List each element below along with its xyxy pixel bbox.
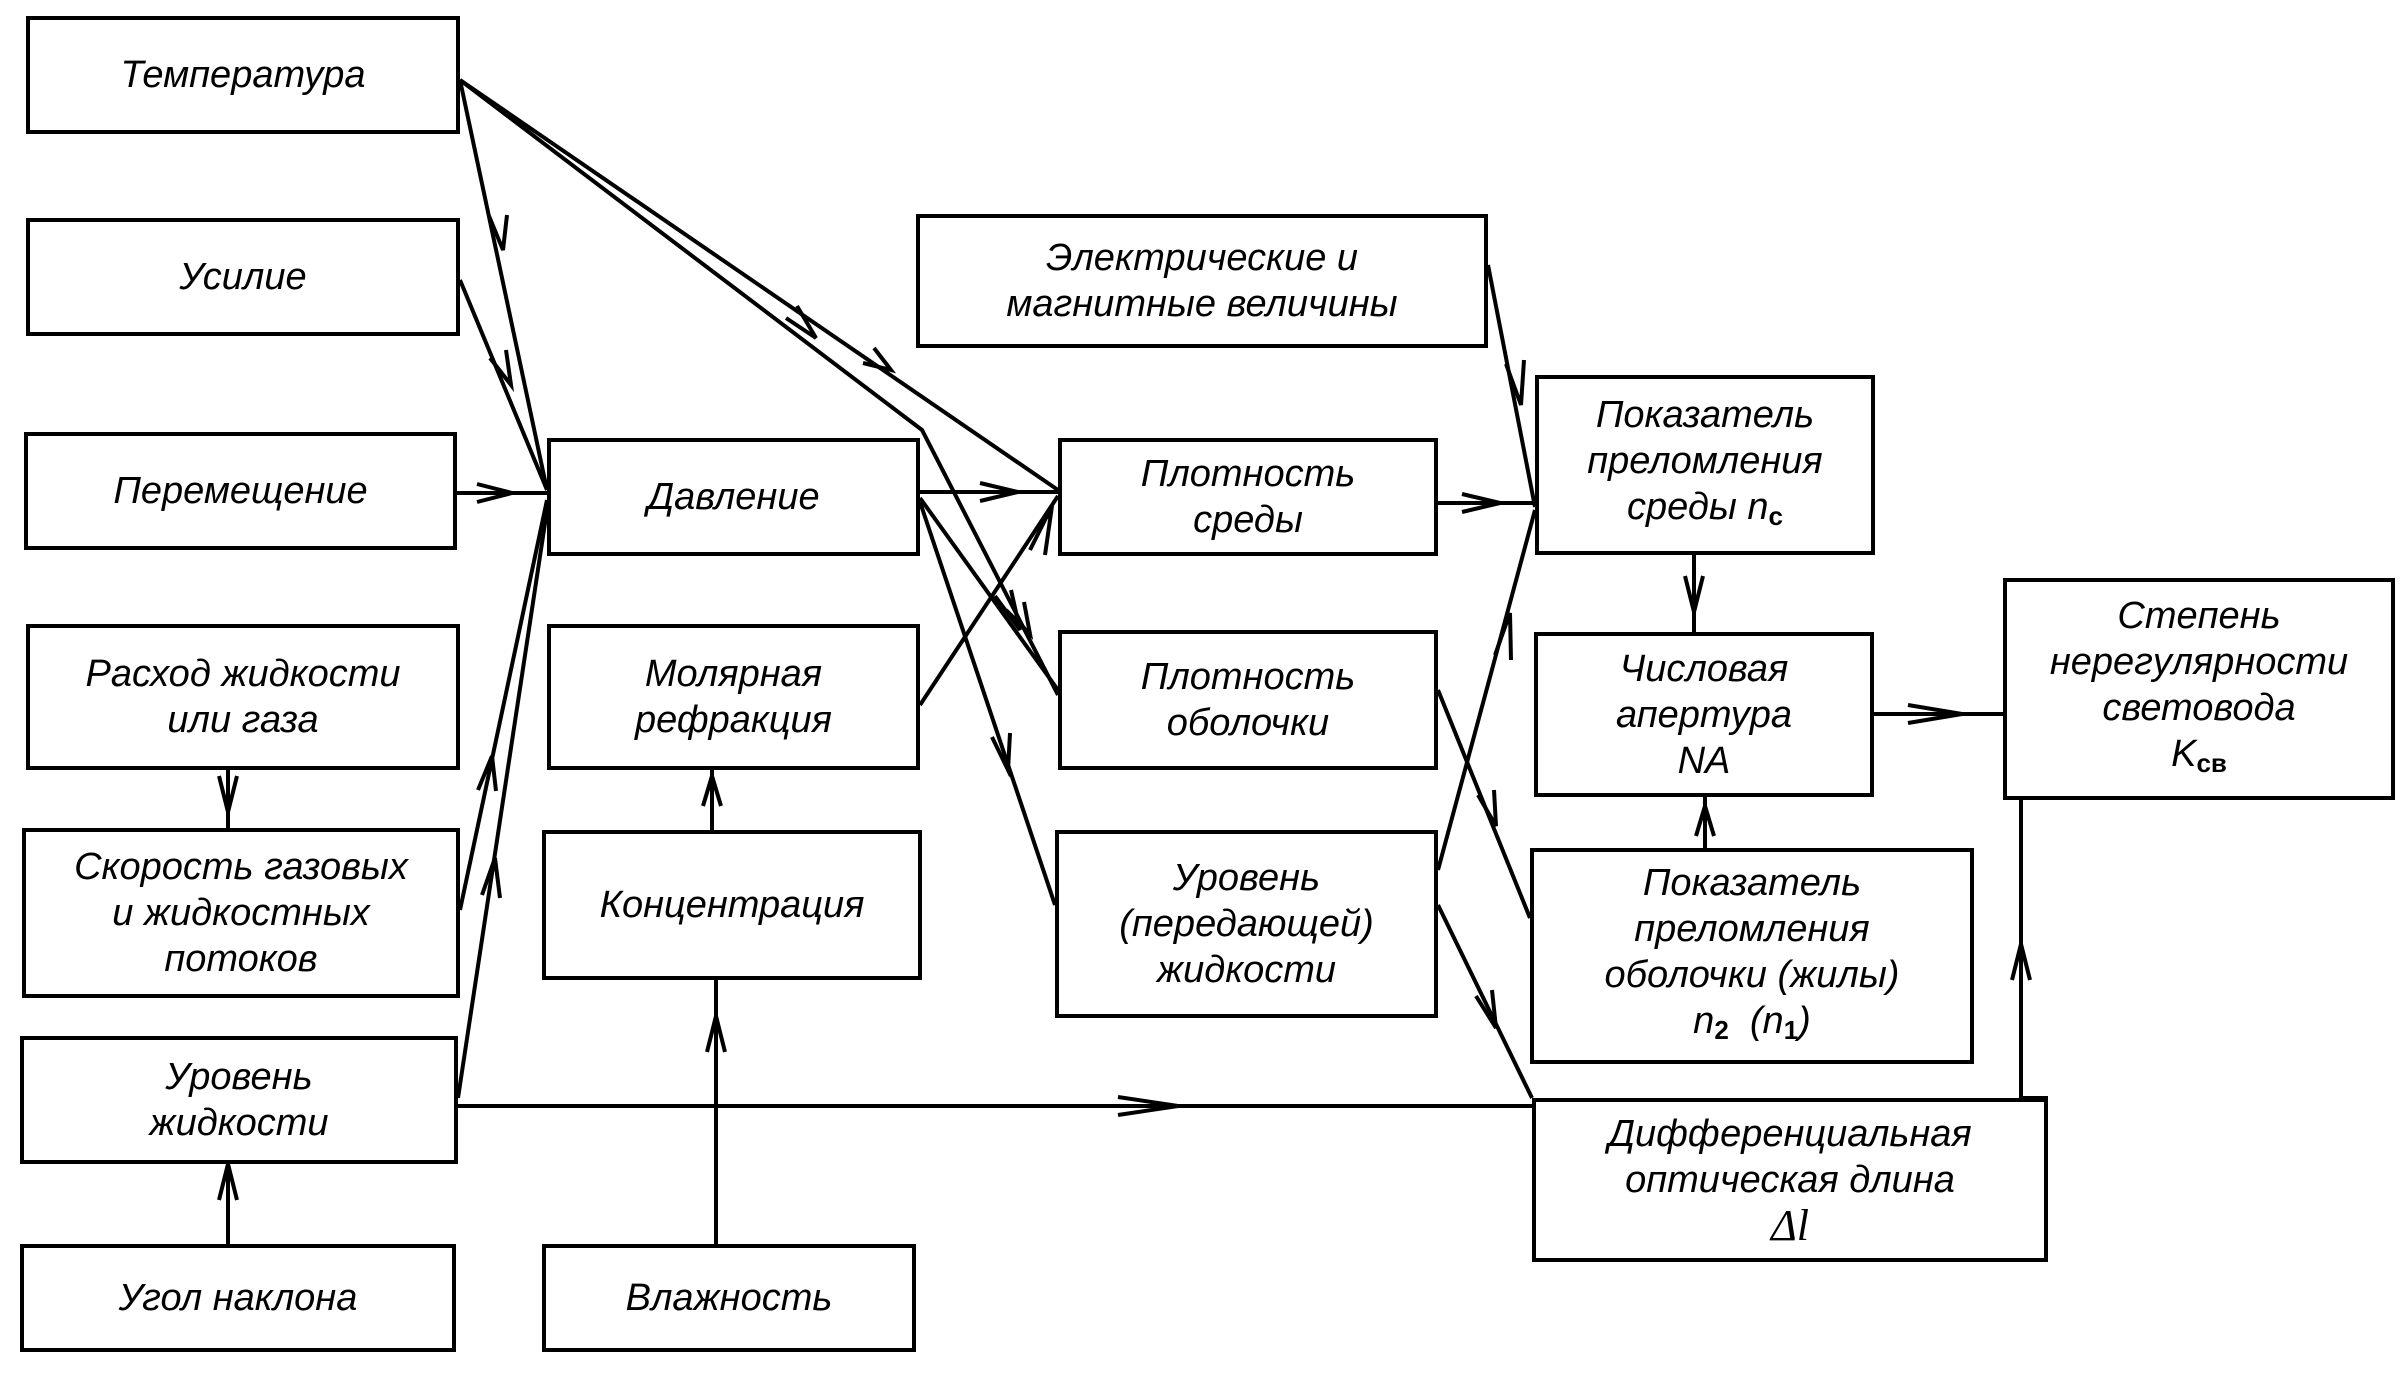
node-text-formula: Kсв <box>2171 731 2227 786</box>
edge-chislovaya-stepen <box>1874 703 2003 725</box>
node-text: световода <box>2102 686 2296 729</box>
node-text: Усилие <box>179 256 307 298</box>
node-text: Угол наклона <box>118 1277 358 1319</box>
node-text: Степень <box>2117 594 2281 637</box>
node-text: (передающей) <box>1119 903 1374 945</box>
edge-davlenie-plotnost-obolochki <box>918 496 1060 692</box>
node-text: Плотность <box>1140 656 1356 698</box>
node-davlenie: Давление <box>547 438 920 556</box>
node-vlazhnost: Влажность <box>542 1244 916 1352</box>
node-text: Перемещение <box>113 470 368 512</box>
node-text: Влажность <box>625 1277 833 1319</box>
edge-peremeshchenie-davlenie <box>457 482 547 504</box>
formula-subscript: 1 <box>1783 1014 1799 1045</box>
edge-temperatura-plotnost-sredy <box>458 78 1060 492</box>
node-raskhod: Расход жидкости или газа <box>26 624 460 770</box>
node-stepen: Степень нерегулярности световода Kсв <box>2003 578 2395 800</box>
node-text: жидкости <box>1156 949 1337 991</box>
formula-variable: n <box>1693 999 1715 1042</box>
node-koncentraciya: Концентрация <box>542 830 922 980</box>
node-text: и жидкостных <box>112 892 370 934</box>
edge-uroven-peredayushchey-pokazatel-sredy <box>1436 509 1537 871</box>
edge-uroven-peredayushchey-differencialnaya <box>1436 904 1534 1099</box>
edge-vlazhnost-koncentraciya <box>705 980 727 1244</box>
edge-differencialnaya-stepen <box>2010 800 2048 1100</box>
edge-davlenie-uroven-peredayushchey <box>918 501 1057 906</box>
node-temperatura: Температура <box>26 16 460 134</box>
node-pokazatel-obolochki: Показатель преломления оболочки (жилы) n… <box>1530 848 1974 1064</box>
node-text: оболочки <box>1166 702 1330 744</box>
node-text: NA <box>1677 739 1731 782</box>
node-text: Молярная <box>644 653 823 695</box>
node-text: магнитные величины <box>1006 283 1398 325</box>
node-text: Показатель <box>1595 393 1815 436</box>
node-text: Уровень <box>1172 857 1321 899</box>
edge-molyarnaya-plotnost-sredy <box>918 494 1060 707</box>
edge-pokazatel-obolochki-chislovaya <box>1694 797 1716 848</box>
node-text-formula: n2 (n1) <box>1693 998 1811 1053</box>
node-text: Электрические и <box>1045 237 1359 279</box>
node-text: Давление <box>647 476 820 518</box>
formula-variable: K <box>2171 732 2197 775</box>
node-differencialnaya: Дифференциальная оптическая длина Δl <box>1532 1098 2048 1262</box>
node-text: Скорость газовых <box>74 846 408 888</box>
node-ugol: Угол наклона <box>20 1244 456 1352</box>
edge-elektricheskie-pokazatel-sredy <box>1486 264 1537 508</box>
edge-koncentraciya-molyarnaya <box>701 768 723 830</box>
node-text: Уровень <box>165 1056 313 1098</box>
node-pokazatel-sredy: Показатель преломления среды nс <box>1535 375 1875 555</box>
node-peremeshchenie: Перемещение <box>24 432 457 550</box>
formula-variable: (n <box>1749 999 1784 1042</box>
node-text: Концентрация <box>599 884 865 926</box>
node-chislovaya: Числовая апертура NA <box>1534 632 1874 797</box>
edge-plotnost-obolochki-pokazatel-obolochki <box>1436 689 1532 919</box>
node-text-formula: среды nс <box>1627 484 1783 539</box>
node-text: Дифференциальная <box>1608 1113 1972 1155</box>
edge-pokazatel-sredy-chislovaya <box>1683 555 1705 632</box>
node-text: Числовая <box>1619 647 1789 690</box>
formula-subscript: св <box>2196 747 2227 778</box>
node-text: или газа <box>167 699 319 741</box>
edge-raskhod-skorost <box>217 770 239 828</box>
delta-l-symbol: Δl <box>1770 1201 1810 1250</box>
node-text: потоков <box>164 938 318 980</box>
node-text: Температура <box>120 54 366 96</box>
edge-uroven-zhidkosti-davlenie <box>456 509 549 1099</box>
formula-subscript: с <box>1768 500 1783 531</box>
node-text: преломления <box>1634 907 1870 950</box>
node-uroven-peredayushchey: Уровень (передающей) жидкости <box>1055 830 1438 1018</box>
node-uroven-zhidkosti: Уровень жидкости <box>20 1036 458 1164</box>
edge-usilie-davlenie <box>458 279 549 491</box>
node-text: среды <box>1193 499 1303 541</box>
edge-uroven-zhidkosti-differencialnaya <box>458 1095 1532 1117</box>
edge-ugol-uroven-zhidkosti <box>217 1163 239 1244</box>
edge-skorost-davlenie <box>458 499 549 911</box>
node-text: преломления <box>1587 439 1823 482</box>
node-text: рефракция <box>635 699 832 741</box>
node-text: Показатель <box>1642 861 1862 904</box>
node-elektricheskie: Электрические и магнитные величины <box>916 214 1488 348</box>
formula-subscript: 2 <box>1714 1014 1729 1045</box>
edge-temperatura-davlenie <box>458 79 549 491</box>
node-plotnost-sredy: Плотность среды <box>1058 438 1438 556</box>
node-text: Расход жидкости <box>85 653 401 695</box>
edge-plotnost-sredy-pokazatel-sredy <box>1438 492 1535 514</box>
node-text: жидкости <box>149 1102 329 1144</box>
formula-text: ) <box>1798 999 1811 1042</box>
node-text: оболочки (жилы) <box>1604 953 1900 996</box>
node-skorost: Скорость газовых и жидкостных потоков <box>22 828 460 998</box>
node-text: оптическая длина <box>1625 1159 1955 1201</box>
node-text: апертура <box>1616 693 1792 736</box>
node-molyarnaya: Молярная рефракция <box>547 624 920 770</box>
formula-text: среды <box>1627 485 1748 528</box>
node-plotnost-obolochki: Плотность оболочки <box>1058 630 1438 770</box>
formula-variable: n <box>1747 485 1769 528</box>
edge-davlenie-plotnost-sredy <box>920 481 1058 503</box>
node-text: нерегулярности <box>2049 640 2349 683</box>
edge-temperatura-plotnost-obolochki <box>458 78 1060 696</box>
node-usilie: Усилие <box>26 218 460 336</box>
node-text: Плотность <box>1140 453 1356 495</box>
